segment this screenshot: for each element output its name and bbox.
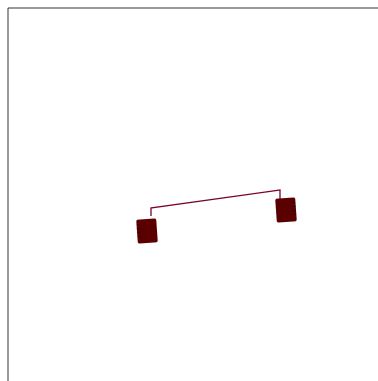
tether-link — [151, 190, 280, 216]
right-block-body — [275, 197, 297, 222]
left-block-body — [136, 218, 158, 243]
